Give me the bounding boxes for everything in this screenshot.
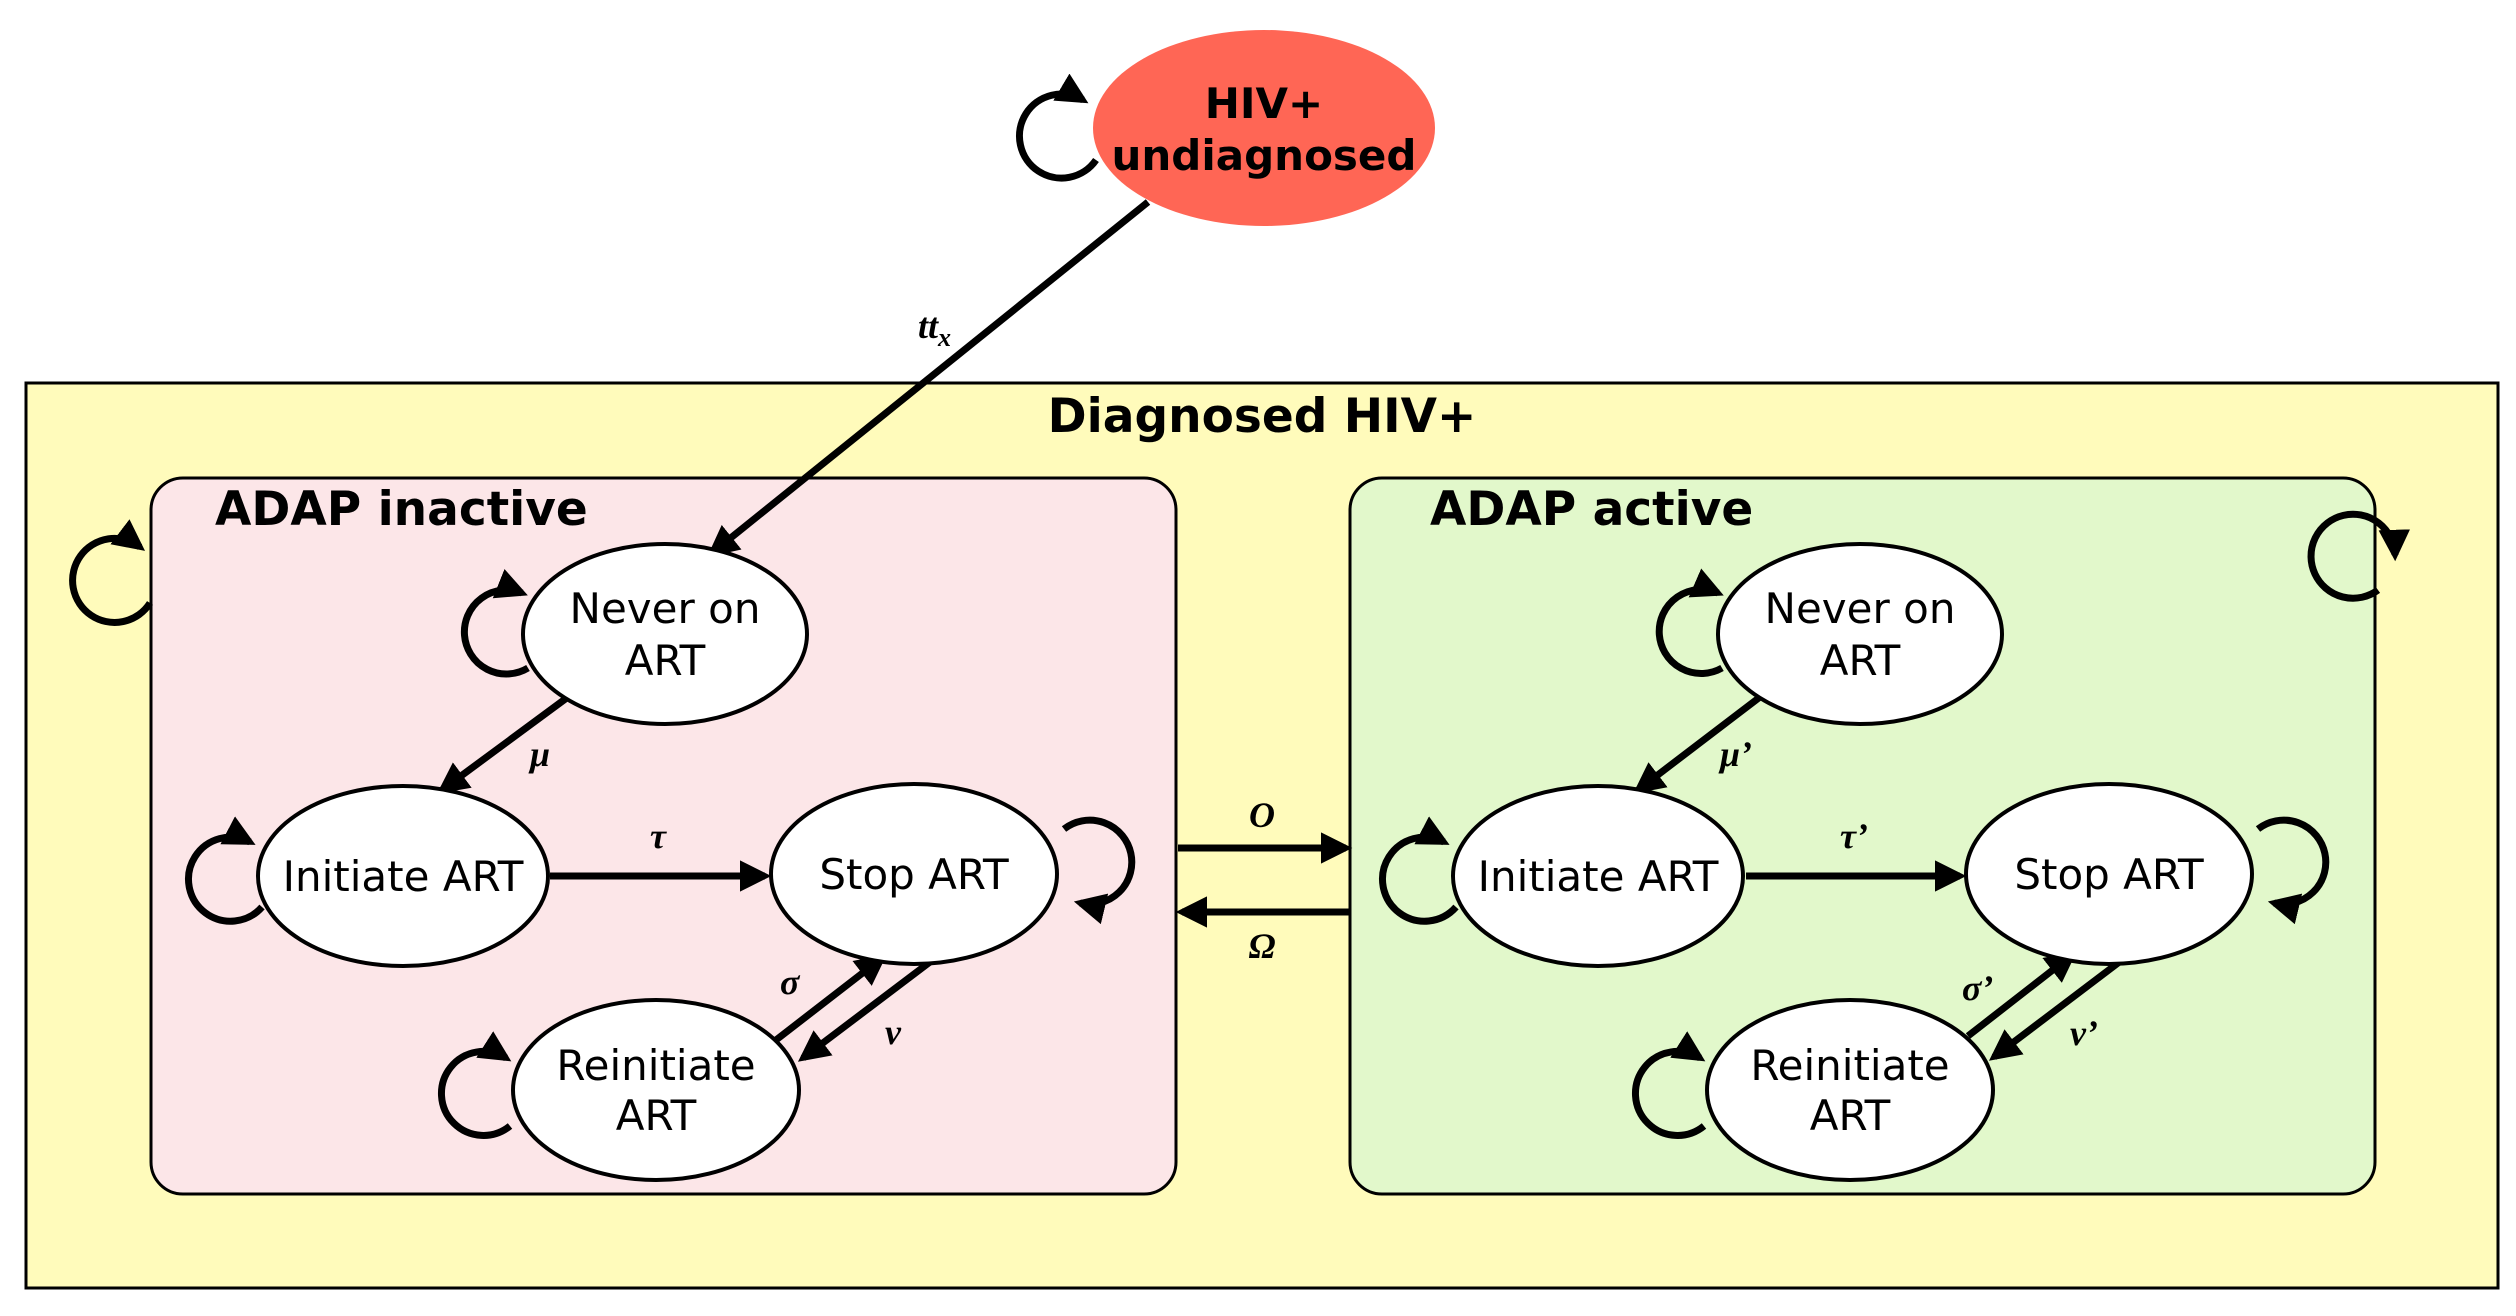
active-reinitiate-self-loop [1631, 1031, 1707, 1139]
inactive-reinitiate-art-label: Reinitiate [556, 1041, 755, 1090]
active-never-on-art-label-2: ART [1820, 636, 1901, 685]
diagnosed-inactive-self-loop [69, 519, 153, 626]
inactive-sigma-arrow [773, 954, 887, 1043]
active-initiate-art-node [1451, 784, 1745, 968]
adap-active-title: ADAP active [1430, 482, 1753, 537]
inactive-reinitiate-art-label-2: ART [616, 1091, 697, 1140]
active-tau-label: τ’ [1840, 816, 1868, 856]
inactive-reinitiate-self-loop [437, 1031, 513, 1139]
inactive-never-on-art-label: Never on [570, 584, 761, 633]
to-inactive-label: Ω [1249, 926, 1276, 966]
active-never-on-art-node [1716, 542, 2004, 726]
adap-inactive-container [149, 476, 1178, 1196]
inactive-never-on-art-label-2: ART [625, 636, 706, 685]
active-reinitiate-art-node [1705, 998, 1995, 1182]
inactive-sigma-label: σ [780, 962, 801, 1002]
active-reinitiate-art-label-2: ART [1810, 1091, 1891, 1140]
inactive-never-self-loop [460, 569, 530, 678]
active-nu-label: ν’ [2070, 1013, 2098, 1053]
diagnosis-rate-subscript: x [937, 323, 951, 352]
inactive-nu-label: ν [885, 1012, 902, 1052]
active-reinitiate-art-label: Reinitiate [1750, 1041, 1949, 1090]
active-never-on-art-label: Never on [1765, 584, 1956, 633]
inactive-never-on-art-node [521, 542, 809, 726]
diagnosis-rate-label: ttx [918, 306, 951, 352]
inactive-mu-label: μ [528, 734, 550, 774]
diagnosed-active-self-loop [2307, 510, 2410, 602]
active-initiate-art-label: Initiate ART [1478, 852, 1719, 901]
active-sigma-label: σ’ [1962, 968, 1993, 1008]
active-stop-self-loop [2255, 816, 2330, 925]
active-nu-arrow [1988, 957, 2125, 1061]
active-never-self-loop [1655, 568, 1724, 677]
diagnosed-title: Diagnosed HIV+ [1048, 389, 1477, 444]
diagnosis-arrow [707, 199, 1151, 557]
active-sigma-arrow [1965, 951, 2077, 1039]
inactive-initiate-art-node [256, 784, 550, 968]
hiv-undiagnosed-label-2: undiagnosed [1112, 131, 1417, 180]
inactive-stop-art-node [769, 782, 1059, 966]
inactive-initiate-art-label: Initiate ART [283, 852, 524, 901]
undiagnosed-self-loop [1015, 73, 1099, 182]
adap-inactive-title: ADAP inactive [215, 482, 588, 537]
hiv-undiagnosed-node [1093, 30, 1435, 226]
hiv-undiagnosed-label: HIV+ [1205, 79, 1323, 128]
active-stop-art-node [1964, 782, 2254, 966]
active-mu-label: μ’ [1718, 734, 1752, 774]
active-stop-art-label: Stop ART [2014, 850, 2204, 899]
inactive-nu-arrow [797, 959, 933, 1062]
active-mu-arrow [1632, 694, 1763, 794]
inactive-mu-arrow [436, 694, 571, 794]
inactive-stop-self-loop [1061, 816, 1136, 925]
inactive-initiate-self-loop [185, 816, 265, 925]
to-active-label: O [1249, 795, 1275, 835]
inactive-stop-art-label: Stop ART [819, 850, 1009, 899]
active-initiate-self-loop [1379, 816, 1459, 925]
inactive-tau-label: τ [650, 816, 667, 856]
inactive-reinitiate-art-node [511, 998, 801, 1182]
